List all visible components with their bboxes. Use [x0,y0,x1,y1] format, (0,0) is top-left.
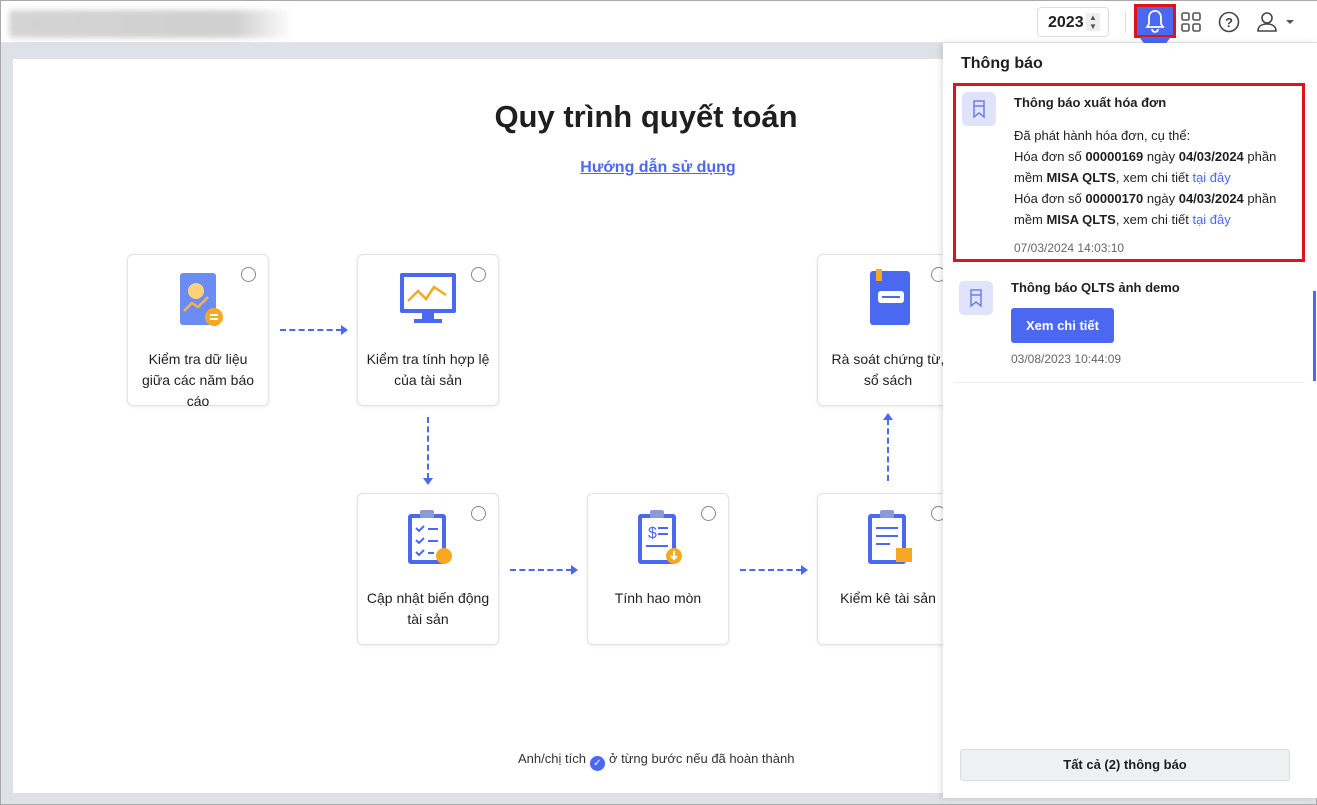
app-title-blurred [9,10,289,38]
bookmark-icon [962,92,996,126]
completion-hint: Anh/chị tích✓ở từng bước nếu đã hoàn thà… [518,751,794,771]
notification-intro: Đã phát hành hóa đơn, cụ thể: [1014,128,1191,143]
step-label: Cập nhật biến động tài sản [366,590,490,627]
detail-link[interactable]: tại đây [1192,212,1231,227]
user-menu-icon[interactable] [1255,10,1299,34]
all-notifications-button[interactable]: Tất cả (2) thông báo [960,749,1290,781]
bookmark-icon [959,281,993,315]
invoice-date: 04/03/2024 [1178,149,1244,164]
text: phần mềm [1014,191,1277,227]
step-radio[interactable] [241,267,256,282]
help-icon[interactable]: ? [1217,10,1241,34]
step-card-review-documents[interactable]: Rà soát chứng từ, sổ sách [817,254,959,406]
step-label: Kiểm kê tài sản [840,590,936,606]
step-label: Kiểm tra dữ liệu giữa các năm báo cáo [141,351,255,409]
svg-text:$: $ [648,525,657,542]
notification-bell-button[interactable] [1134,4,1176,38]
stepper-arrows-icon[interactable]: ▲▼ [1086,13,1100,31]
main-content [13,59,973,793]
notification-item[interactable]: Thông báo xuất hóa đơn Đã phát hành hóa … [953,83,1305,262]
text: , xem chi tiết [1115,170,1189,185]
detail-link[interactable]: tại đây [1192,170,1231,185]
step-card-depreciation[interactable]: $ Tính hao mòn [587,493,729,645]
panel-title: Thông báo [961,55,1043,72]
notification-title: Thông báo QLTS ảnh demo [1011,280,1180,295]
step-radio[interactable] [471,506,486,521]
step-card-check-data[interactable]: Kiểm tra dữ liệu giữa các năm báo cáo [127,254,269,409]
notification-panel: Thông báo Thông báo xuất hóa đơn Đã phát… [943,43,1317,798]
scrollbar[interactable] [1313,291,1316,381]
top-bar: 2023▲▼ ? [1,1,1317,57]
step-label: Kiểm tra tính hợp lệ của tài sản [366,351,490,388]
software-name: MISA QLTS [1046,170,1116,185]
check-circle-icon: ✓ [589,756,605,771]
notification-time: 07/03/2024 14:03:10 [1014,241,1125,255]
flow-arrow [740,565,808,575]
text: ngày [1146,149,1176,164]
clipboard-box-icon [868,510,912,564]
flow-arrow [883,413,893,481]
bell-icon [1145,10,1165,33]
page-title: Quy trình quyết toán [494,99,798,134]
invoice-number: 00000170 [1085,191,1144,206]
step-label: Tính hao mòn [614,590,702,606]
software-name: MISA QLTS [1046,212,1116,227]
hint-text: Anh/chị tích [518,751,586,766]
year-value: 2023 [1048,14,1084,31]
view-detail-button[interactable]: Xem chi tiết [1011,308,1114,343]
flow-arrow [423,417,433,485]
invoice-number: 00000169 [1085,149,1144,164]
step-radio[interactable] [701,506,716,521]
clipboard-checklist-icon [408,510,452,564]
step-radio[interactable] [471,267,486,282]
hint-text: ở từng bước nếu đã hoàn thành [608,751,795,766]
notification-title: Thông báo xuất hóa đơn [1014,95,1167,110]
flow-arrow [510,565,578,575]
step-card-inventory[interactable]: Kiểm kê tài sản [817,493,959,645]
clipboard-dollar-icon: $ [638,510,682,564]
invoice-date: 04/03/2024 [1178,191,1244,206]
apps-grid-icon[interactable] [1179,10,1203,34]
book-icon [870,269,910,325]
text: ngày [1146,191,1176,206]
text: , xem chi tiết [1115,212,1189,227]
svg-text:?: ? [1225,15,1233,30]
notification-time: 03/08/2023 10:44:09 [1011,352,1122,366]
step-card-check-validity[interactable]: Kiểm tra tính hợp lệ của tài sản [357,254,499,406]
text: phần mềm [1014,149,1277,185]
invoice-line: Hóa đơn số 00000169 ngày 04/03/2024 phần… [1014,146,1302,188]
divider [1125,11,1126,33]
invoice-line: Hóa đơn số 00000170 ngày 04/03/2024 phần… [1014,188,1302,230]
report-chart-icon [180,273,223,326]
text: Hóa đơn số [1014,191,1082,206]
user-guide-link[interactable]: Hướng dẫn sử dụng [580,159,736,176]
step-label: Rà soát chứng từ, sổ sách [831,351,945,388]
year-stepper[interactable]: 2023▲▼ [1037,7,1109,37]
flow-arrow [280,325,348,335]
notification-item[interactable]: Thông báo QLTS ảnh demo Xem chi tiết 03/… [953,275,1305,383]
step-card-update-changes[interactable]: Cập nhật biến động tài sản [357,493,499,645]
monitor-chart-icon [400,273,456,323]
text: Hóa đơn số [1014,149,1082,164]
